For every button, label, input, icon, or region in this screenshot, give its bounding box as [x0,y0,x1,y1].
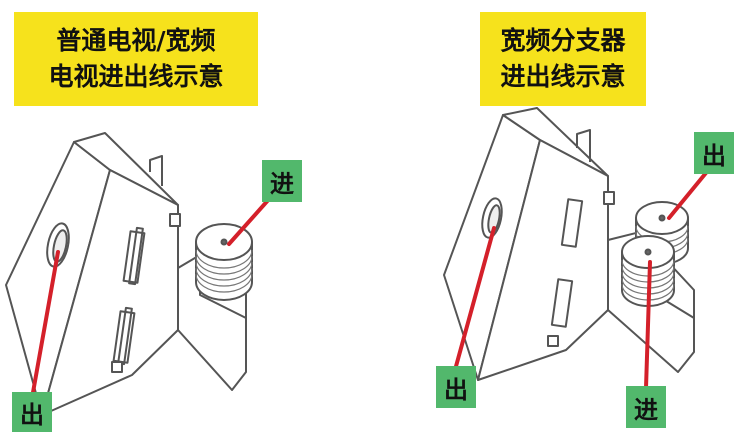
leader-line-left-in [227,196,272,246]
tv-socket-drawing [5,132,253,416]
leader-line-right-in [644,260,652,390]
leader-line-right-out2 [453,226,496,372]
left-title-box: 普通电视/宽频 电视进出线示意 [14,12,258,106]
left-title-line1: 普通电视/宽频 [56,26,216,55]
splitter-drawing [443,107,695,381]
leader-line-right-out [667,166,712,220]
right-out-tag: 出 [694,132,734,174]
leader-line-left-out [30,250,60,400]
left-out-tag: 出 [12,392,52,432]
right-in-tag: 进 [626,386,666,428]
right-out-tag-2: 出 [436,366,476,408]
left-in-tag: 进 [262,160,302,202]
left-title-line2: 电视进出线示意 [48,62,224,91]
right-title-line1: 宽频分支器 [500,26,626,55]
right-title-line2: 进出线示意 [500,62,626,91]
right-title-box: 宽频分支器 进出线示意 [480,12,646,106]
